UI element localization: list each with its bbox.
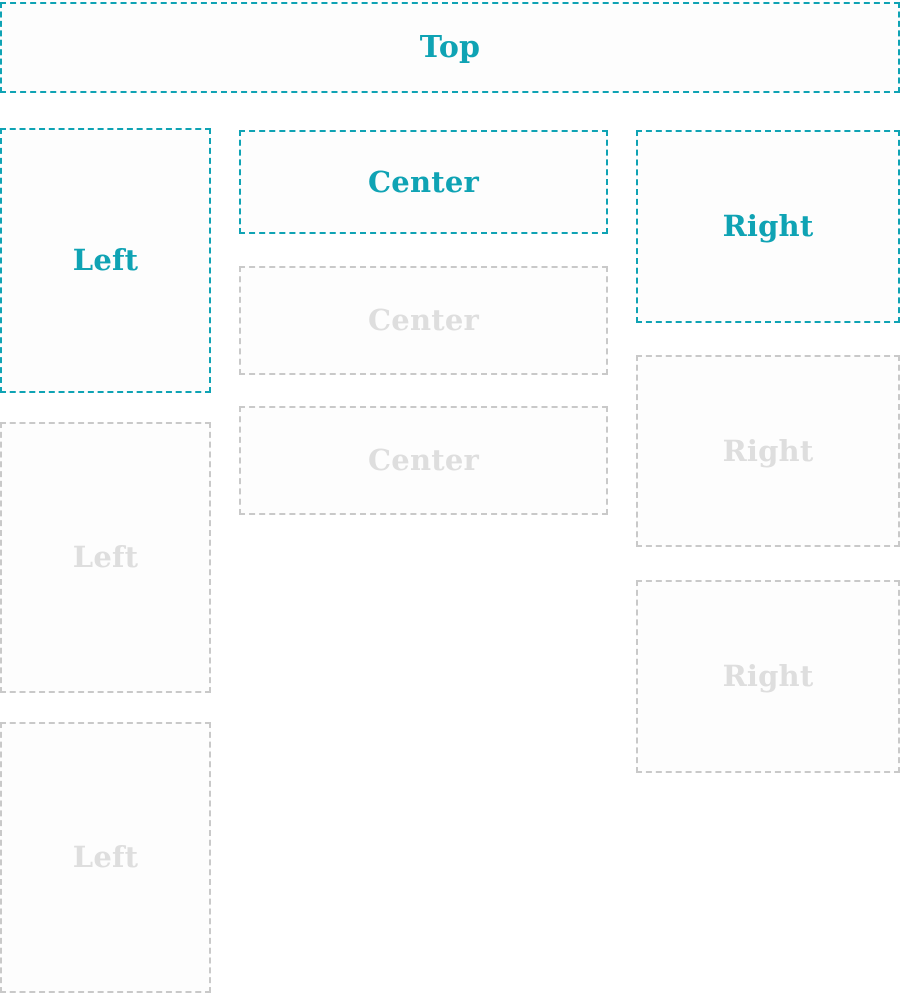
region-top[interactable]: Top [0, 2, 900, 93]
region-top-label: Top [419, 29, 481, 65]
region-center-2-label: Center [368, 303, 479, 337]
region-center-1-label: Center [368, 164, 479, 199]
region-center-3[interactable]: Center [239, 406, 608, 515]
region-left-1[interactable]: Left [0, 128, 211, 393]
region-right-3-label: Right [722, 659, 814, 693]
region-right-2[interactable]: Right [636, 355, 900, 547]
region-left-3-label: Left [72, 840, 139, 874]
region-left-2-label: Left [72, 540, 139, 574]
region-center-2[interactable]: Center [239, 266, 608, 375]
region-right-3[interactable]: Right [636, 580, 900, 773]
region-center-1[interactable]: Center [239, 130, 608, 234]
region-center-3-label: Center [368, 443, 479, 477]
region-right-1[interactable]: Right [636, 130, 900, 323]
region-left-2[interactable]: Left [0, 422, 211, 693]
region-right-2-label: Right [722, 433, 814, 468]
region-left-3[interactable]: Left [0, 722, 211, 993]
region-right-1-label: Right [722, 209, 814, 243]
region-left-1-label: Left [72, 243, 139, 277]
